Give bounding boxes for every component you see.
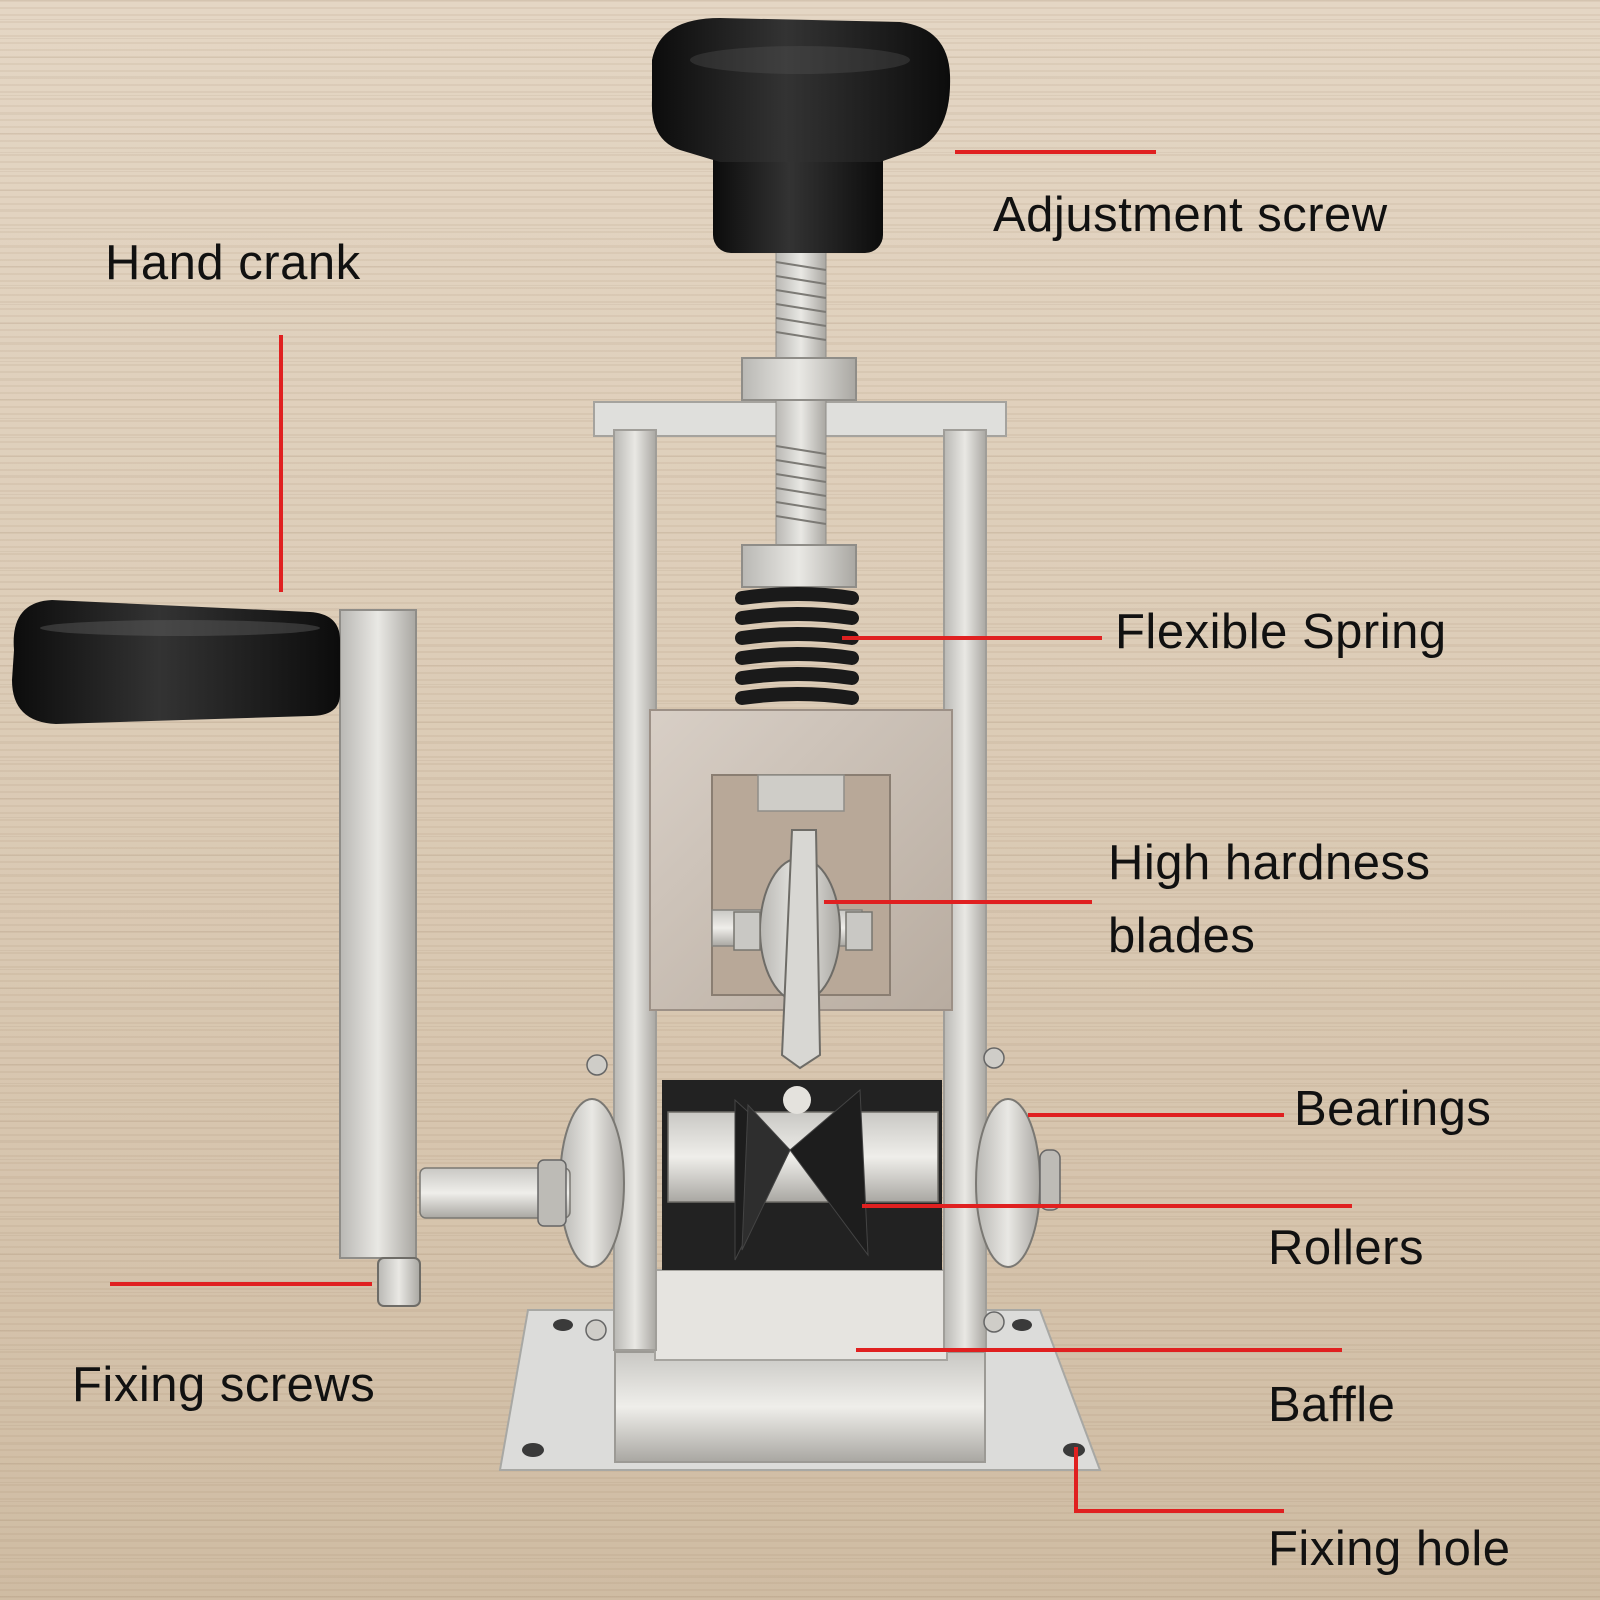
label-adjustment-screw: Adjustment screw (993, 188, 1388, 242)
bearings (559, 1047, 1061, 1341)
label-hand-crank: Hand crank (105, 236, 361, 290)
label-fixing-screws: Fixing screws (72, 1358, 376, 1412)
hand-crank (12, 600, 571, 1307)
label-blades-line2: blades (1108, 909, 1256, 963)
label-rollers: Rollers (1268, 1221, 1424, 1275)
rollers (662, 1080, 942, 1270)
label-fixing-hole: Fixing hole (1268, 1522, 1511, 1576)
adjustment-screw-assembly (651, 18, 951, 588)
spring (735, 587, 859, 705)
label-baffle: Baffle (1268, 1378, 1396, 1432)
label-bearings: Bearings (1294, 1082, 1492, 1136)
label-blades-line1: High hardness (1108, 836, 1431, 890)
blade-wheel (711, 829, 873, 1070)
leader-line-fixing-hole (1074, 1447, 1284, 1513)
label-flexible-spring: Flexible Spring (1115, 605, 1447, 659)
